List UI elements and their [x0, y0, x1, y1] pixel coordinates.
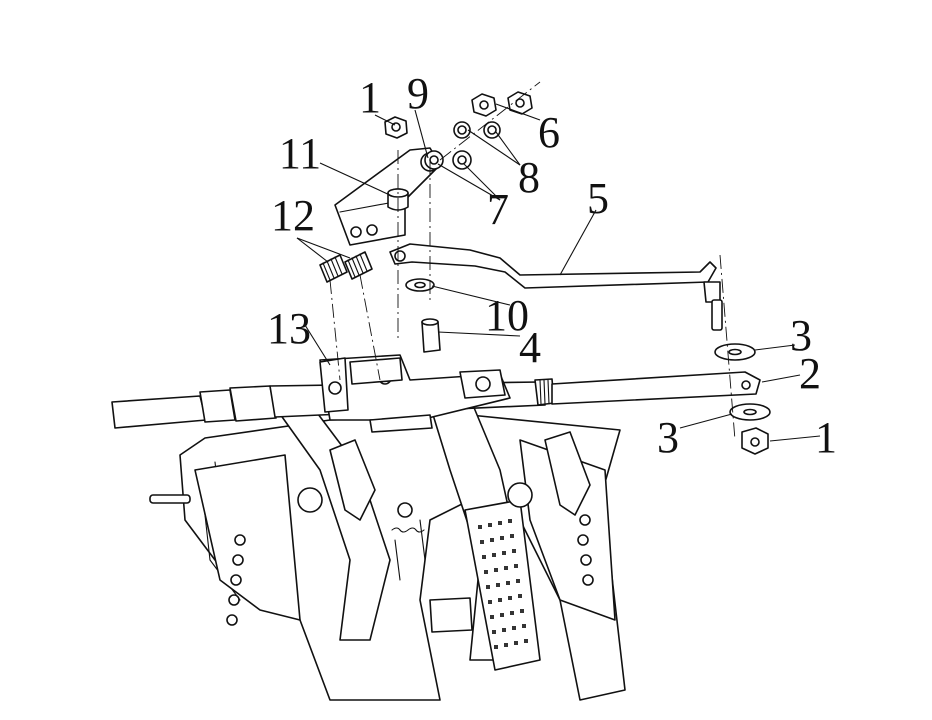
right-washers-nut	[714, 343, 771, 455]
callout-labels: 1 9 6 8 7 11 12 5 10 4 13 3 2 3 1	[267, 69, 837, 462]
hex-nuts-and-washers	[424, 91, 533, 170]
callout-12: 12	[271, 191, 315, 240]
callout-1-top: 1	[359, 73, 381, 122]
pedal-frame	[149, 389, 626, 701]
shift-rod	[389, 243, 723, 331]
callout-11: 11	[279, 129, 321, 178]
callout-3-bottom: 3	[657, 413, 679, 462]
callout-10: 10	[485, 291, 529, 340]
callout-5: 5	[587, 174, 609, 223]
callout-13: 13	[267, 304, 311, 353]
center-lines	[329, 81, 736, 441]
callout-1-bottom: 1	[815, 413, 837, 462]
callout-2: 2	[799, 349, 821, 398]
callout-9: 9	[407, 69, 429, 118]
callout-4: 4	[519, 323, 541, 372]
connecting-link	[551, 371, 761, 405]
callout-7: 7	[487, 185, 509, 234]
callout-8: 8	[518, 153, 540, 202]
shaft-clamp-bracket	[319, 354, 511, 433]
leader-lines	[296, 103, 821, 442]
callout-6: 6	[538, 108, 560, 157]
callout-3-top: 3	[790, 311, 812, 360]
threaded-studs	[319, 251, 373, 283]
washer-and-bushing	[405, 278, 441, 353]
